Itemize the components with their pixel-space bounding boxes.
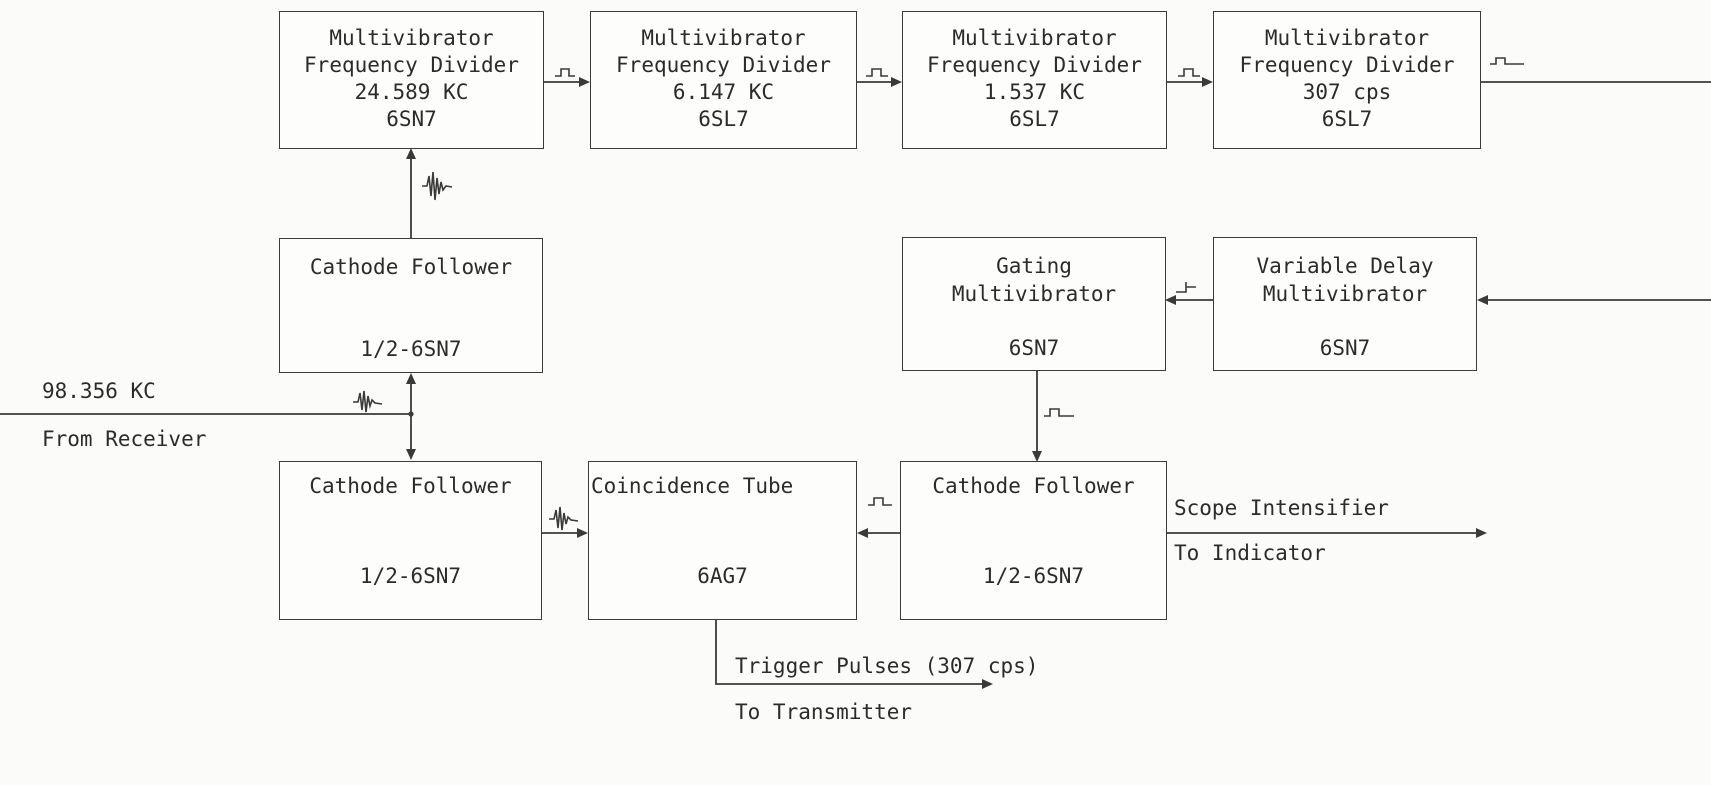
block-title: Variable Delay (1256, 254, 1434, 278)
arrowhead-div3 (891, 77, 902, 87)
block-frequency: 307 cps (1302, 80, 1392, 104)
block-tube: 6SL7 (698, 107, 749, 131)
arrowhead-coinc-right (857, 528, 868, 538)
block-divider-1-537kc: Multivibrator Frequency Divider 1.537 KC… (902, 11, 1167, 149)
arrowhead-scope (1476, 528, 1487, 538)
block-cathode-follower-left: Cathode Follower 1/2-6SN7 (279, 461, 542, 620)
arrowhead-cfleft (406, 449, 416, 460)
wire-trigger-output (715, 620, 985, 685)
block-coincidence-tube: Coincidence Tube 6AG7 (588, 461, 857, 620)
block-tube: 6AG7 (697, 564, 748, 588)
spike-pulse-icon (1176, 282, 1196, 293)
block-title: Cathode Follower (932, 474, 1135, 498)
arrowhead-gating (1165, 295, 1176, 305)
block-title: Multivibrator (952, 26, 1117, 50)
arrowhead-cfright (1032, 451, 1042, 462)
scope-intensifier-label: Scope Intensifier (1174, 496, 1389, 520)
square-pulse-icon (866, 68, 888, 77)
block-tube: 6SN7 (1008, 336, 1060, 360)
to-transmitter-label: To Transmitter (735, 700, 913, 724)
block-variable-delay-multivibrator: Variable Delay Multivibrator 6SN7 (1213, 237, 1477, 371)
block-gating-multivibrator: Gating Multivibrator 6SN7 (902, 237, 1166, 371)
block-title: Multivibrator (1264, 26, 1430, 50)
block-tube: 6SL7 (1009, 107, 1060, 131)
input-frequency-label: 98.356 KC (42, 379, 156, 403)
arrowhead-div4 (1202, 77, 1213, 87)
block-divider-6-147kc: Multivibrator Frequency Divider 6.147 KC… (590, 11, 857, 149)
wire-div4-delay (1481, 81, 1711, 301)
arrowhead-div2 (579, 77, 590, 87)
block-title: Gating (996, 254, 1072, 278)
oscillation-icon (549, 506, 579, 531)
block-title: Frequency Divider (616, 53, 831, 77)
arrowhead-coinc-left (577, 528, 588, 538)
block-title: Cathode Follower (309, 255, 513, 279)
block-title: Frequency Divider (1239, 53, 1455, 77)
trigger-pulses-label: Trigger Pulses (307 cps) (735, 654, 1039, 678)
block-title: Multivibrator (951, 282, 1117, 306)
block-cathode-follower-top: Cathode Follower 1/2-6SN7 (279, 238, 543, 373)
block-title: Multivibrator (1262, 282, 1428, 306)
block-title: Cathode Follower (309, 474, 512, 498)
square-pulse-icon (1044, 408, 1074, 417)
block-title: Frequency Divider (304, 53, 519, 77)
arrowhead-trigger (982, 679, 993, 689)
square-pulse-icon (1178, 68, 1200, 77)
square-pulse-icon (555, 68, 575, 77)
square-pulse-icon (868, 497, 892, 506)
block-tube: 6SN7 (386, 107, 437, 131)
oscillation-icon (422, 171, 453, 201)
block-divider-307cps: Multivibrator Frequency Divider 307 cps … (1213, 11, 1481, 149)
block-title: Multivibrator (641, 26, 806, 50)
arrowhead-div1 (406, 148, 416, 159)
square-pulse-icon (1490, 57, 1524, 65)
oscillation-icon (353, 390, 383, 413)
arrowhead-cftop (406, 373, 416, 384)
to-indicator-label: To Indicator (1174, 541, 1326, 565)
block-tube: 6SN7 (1319, 336, 1371, 360)
block-divider-24-589kc: Multivibrator Frequency Divider 24.589 K… (279, 11, 544, 149)
block-frequency: 6.147 KC (672, 80, 775, 104)
block-tube: 1/2-6SN7 (359, 564, 462, 588)
block-tube: 1/2-6SN7 (982, 564, 1085, 588)
block-title: Frequency Divider (927, 53, 1142, 77)
block-cathode-follower-right: Cathode Follower 1/2-6SN7 (900, 461, 1167, 620)
block-frequency: 24.589 KC (354, 80, 469, 104)
block-title: Coincidence Tube (591, 474, 794, 498)
block-tube: 1/2-6SN7 (360, 337, 462, 361)
arrowhead-delay (1477, 295, 1488, 305)
block-tube: 6SL7 (1321, 107, 1373, 131)
block-title: Multivibrator (329, 26, 494, 50)
input-source-label: From Receiver (42, 427, 207, 451)
block-frequency: 1.537 KC (983, 80, 1086, 104)
